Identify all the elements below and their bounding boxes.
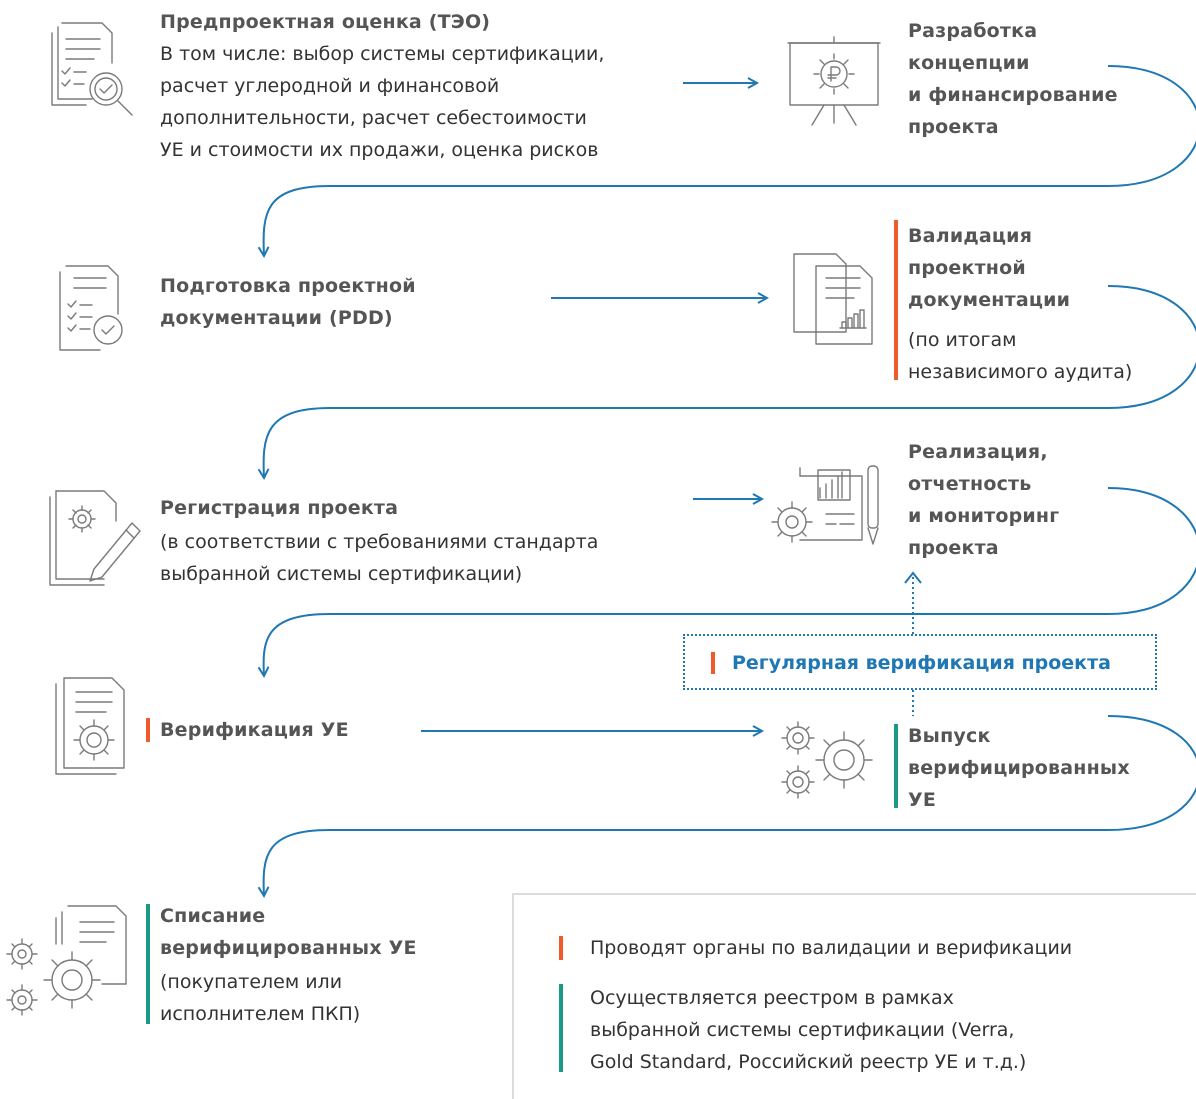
document-magnifier-icon — [51, 22, 133, 116]
title-line: документации (PDD) — [160, 307, 393, 329]
retirement-marker — [146, 904, 150, 1024]
legend-orange-text: Проводят органы по валидации и верификац… — [590, 937, 1073, 959]
presentation-ruble-gear-icon — [787, 36, 881, 126]
document-gear-icon — [55, 677, 125, 775]
wrap-arrow-row3 — [264, 487, 1196, 676]
note-line: независимого аудита) — [908, 361, 1133, 383]
legend-line: выбранной системы сертификации (Verra, — [590, 1019, 1015, 1041]
step-validation-note: (по итогам независимого аудита) — [908, 324, 1132, 388]
regular-verification-box — [683, 634, 1157, 690]
gears-icon — [781, 721, 873, 799]
title-line: верифицированных УЕ — [160, 937, 417, 959]
step-retirement-note: (покупателем или исполнителем ПКП) — [160, 966, 360, 1030]
step-verification-title: Верификация УЕ — [160, 719, 349, 741]
title-line: и мониторинг — [908, 505, 1060, 527]
title-line: документации — [908, 289, 1071, 311]
title-line: проекта — [908, 116, 999, 138]
title-line: Списание — [160, 905, 266, 927]
blueprint-gear-chart-icon — [771, 465, 879, 545]
title-line: Валидация — [908, 225, 1033, 247]
legend-green-marker — [559, 984, 563, 1072]
checklist-document-icon — [59, 265, 123, 351]
legend-line: Gold Standard, Российский реестр УЕ и т.… — [590, 1051, 1027, 1073]
description-line: выбранной системы сертификации) — [160, 563, 523, 585]
legend — [512, 893, 1196, 1099]
legend-green-text: Осуществляется реестром в рамках выбранн… — [590, 982, 1026, 1078]
step-retirement-title: Списание верифицированных УЕ — [160, 900, 417, 964]
note-line: (покупателем или — [160, 971, 343, 993]
wrap-arrow-row4 — [264, 715, 1196, 896]
title-line: Выпуск — [908, 725, 991, 747]
description-line: (в соответствии с требованиями стандарта — [160, 531, 599, 553]
regular-verification-label: Регулярная верификация проекта — [732, 652, 1111, 674]
title-line: УЕ — [908, 789, 937, 811]
wrap-arrow-row2 — [264, 285, 1196, 478]
validation-marker — [894, 220, 898, 380]
title-line: Разработка — [908, 20, 1038, 42]
step-validation-title: Валидация проектной документации — [908, 220, 1070, 316]
title-line: и финансирование — [908, 84, 1118, 106]
description-line: УЕ и стоимости их продажи, оценка рисков — [160, 139, 599, 161]
description-line: В том числе: выбор системы сертификации, — [160, 43, 605, 65]
title-line: проекта — [908, 537, 999, 559]
title-line: верифицированных — [908, 757, 1130, 779]
title-line: Подготовка проектной — [160, 275, 416, 297]
title-line: проектной — [908, 257, 1026, 279]
note-line: (по итогам — [908, 329, 1017, 351]
legend-line: Осуществляется реестром в рамках — [590, 987, 954, 1009]
document-gear-pen-icon — [49, 490, 141, 586]
step-preliminary-description: В том числе: выбор системы сертификации,… — [160, 38, 604, 166]
step-issuance-title: Выпуск верифицированных УЕ — [908, 720, 1130, 816]
step-concept-title: Разработка концепции и финансирование пр… — [908, 15, 1118, 143]
document-gears-icon — [6, 905, 127, 1016]
description-line: дополнительности, расчет себестоимости — [160, 107, 587, 129]
description-line: расчет углеродной и финансовой — [160, 75, 500, 97]
title-line: Реализация, — [908, 441, 1048, 463]
step-registration-title: Регистрация проекта — [160, 497, 399, 519]
regular-verification-arrowhead — [904, 571, 922, 584]
note-line: исполнителем ПКП) — [160, 1003, 361, 1025]
title-line: отчетность — [908, 473, 1032, 495]
step-registration-description: (в соответствии с требованиями стандарта… — [160, 526, 598, 590]
step-implementation-title: Реализация, отчетность и мониторинг прое… — [908, 436, 1059, 564]
documents-chart-icon — [793, 253, 873, 345]
legend-orange-marker — [559, 936, 563, 960]
verification-marker — [146, 718, 150, 742]
step-preliminary-title: Предпроектная оценка (ТЭО) — [160, 11, 491, 33]
title-line: концепции — [908, 52, 1030, 74]
wrap-arrow-row1 — [264, 65, 1196, 256]
step-pdd-title: Подготовка проектной документации (PDD) — [160, 270, 416, 334]
regular-verification-marker — [711, 652, 715, 674]
issuance-marker — [894, 724, 898, 808]
